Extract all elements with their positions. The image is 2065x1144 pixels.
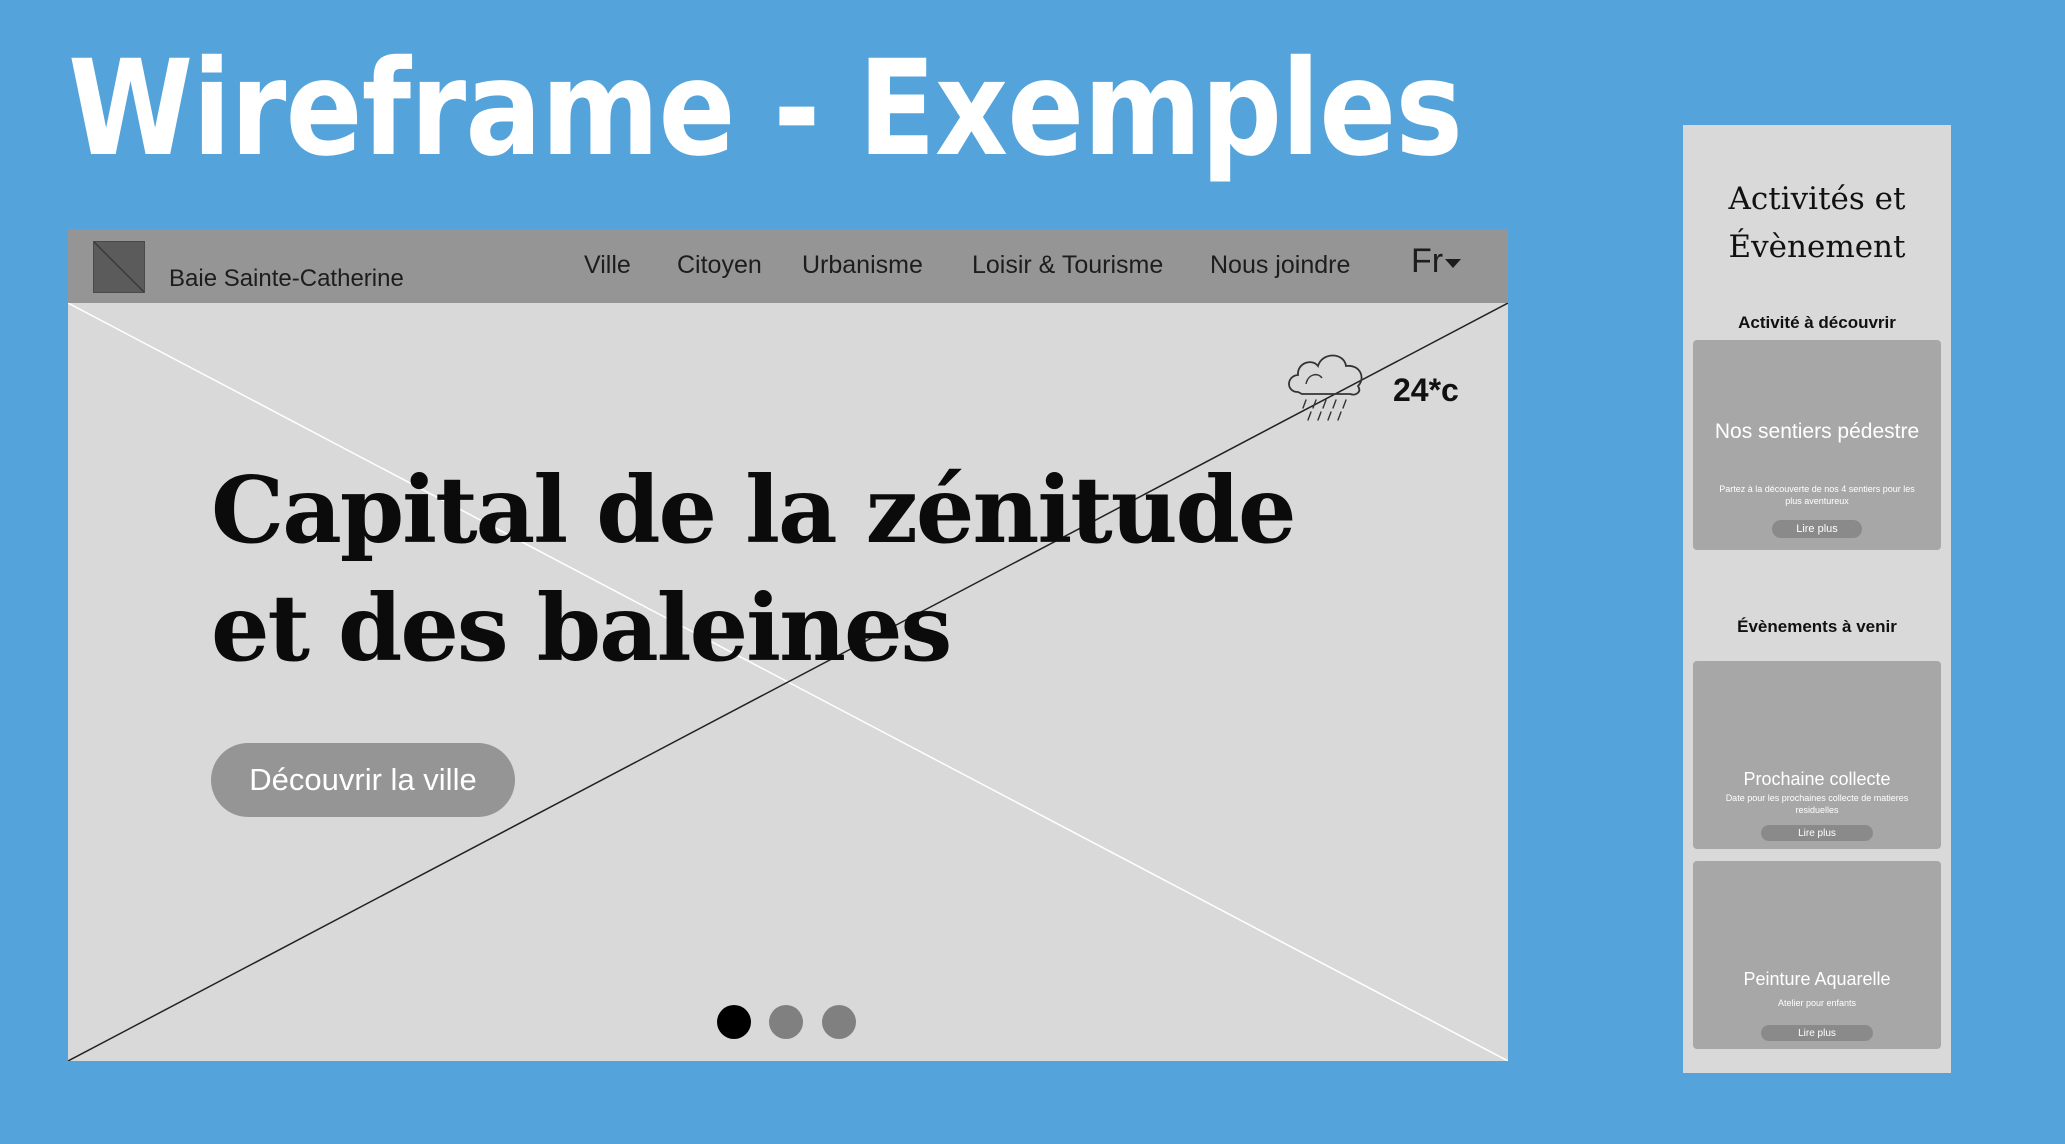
activities-section-label: Activité à découvrir bbox=[1738, 313, 1896, 332]
card-description: Atelier pour enfants bbox=[1777, 998, 1857, 1008]
image-placeholder bbox=[68, 303, 1508, 1061]
card-description: Date pour les prochaines collecte de mat… bbox=[1725, 793, 1909, 815]
mobile-title-line: Évènement bbox=[1728, 229, 1906, 265]
language-label: Fr bbox=[1411, 242, 1444, 280]
read-more-button[interactable]: Lire plus bbox=[1761, 825, 1873, 841]
rain-cloud-icon bbox=[1288, 354, 1363, 421]
temperature-readout: 24*c bbox=[1393, 372, 1459, 408]
read-more-button[interactable]: Lire plus bbox=[1772, 520, 1862, 538]
activity-card[interactable]: Nos sentiers pédestre Partez à la découv… bbox=[1693, 340, 1941, 550]
mobile-title-line: Activités et bbox=[1728, 181, 1906, 217]
nav-item-urbanisme[interactable]: Urbanisme bbox=[802, 251, 923, 279]
caret-down-icon bbox=[1445, 258, 1462, 268]
discover-city-button[interactable]: Découvrir la ville bbox=[211, 743, 515, 817]
nav-item-citoyen[interactable]: Citoyen bbox=[677, 251, 762, 279]
card-description: Partez à la découverte de nos 4 sentiers… bbox=[1719, 484, 1915, 506]
mobile-title: Activités et Évènement bbox=[1683, 175, 1951, 271]
placeholder-diagonal bbox=[68, 303, 1508, 1061]
language-selector[interactable]: Fr bbox=[1411, 242, 1462, 281]
slide-title: Wireframe - Exemples bbox=[68, 32, 1463, 186]
events-section-label: Évènements à venir bbox=[1737, 617, 1897, 636]
logo-placeholder-icon[interactable] bbox=[93, 241, 145, 293]
carousel-dot-2[interactable] bbox=[769, 1005, 803, 1039]
carousel-dot-3[interactable] bbox=[822, 1005, 856, 1039]
event-card[interactable]: Prochaine collecte Date pour les prochai… bbox=[1693, 661, 1941, 849]
site-name[interactable]: Baie Sainte-Catherine bbox=[169, 265, 404, 292]
card-title: Prochaine collecte bbox=[1743, 769, 1891, 789]
nav-item-loisir-tourisme[interactable]: Loisir & Tourisme bbox=[972, 251, 1164, 279]
hero-title: Capital de la zénitude et des baleines bbox=[211, 451, 1297, 687]
card-title: Nos sentiers pédestre bbox=[1714, 420, 1920, 443]
mobile-wireframe: Activités et Évènement Activité à découv… bbox=[1683, 125, 1951, 1073]
nav-item-nous-joindre[interactable]: Nous joindre bbox=[1210, 251, 1351, 279]
hero-title-line: Capital de la zénitude bbox=[211, 456, 1297, 564]
read-more-button[interactable]: Lire plus bbox=[1761, 1025, 1873, 1041]
nav-item-ville[interactable]: Ville bbox=[584, 251, 631, 279]
carousel-dot-1[interactable] bbox=[717, 1005, 751, 1039]
desktop-wireframe: Baie Sainte-Catherine Ville Citoyen Urba… bbox=[68, 229, 1508, 1061]
navbar: Baie Sainte-Catherine Ville Citoyen Urba… bbox=[68, 229, 1508, 303]
event-card[interactable]: Peinture Aquarelle Atelier pour enfants … bbox=[1693, 861, 1941, 1049]
hero-title-line: et des baleines bbox=[211, 574, 952, 682]
card-title: Peinture Aquarelle bbox=[1743, 969, 1891, 989]
